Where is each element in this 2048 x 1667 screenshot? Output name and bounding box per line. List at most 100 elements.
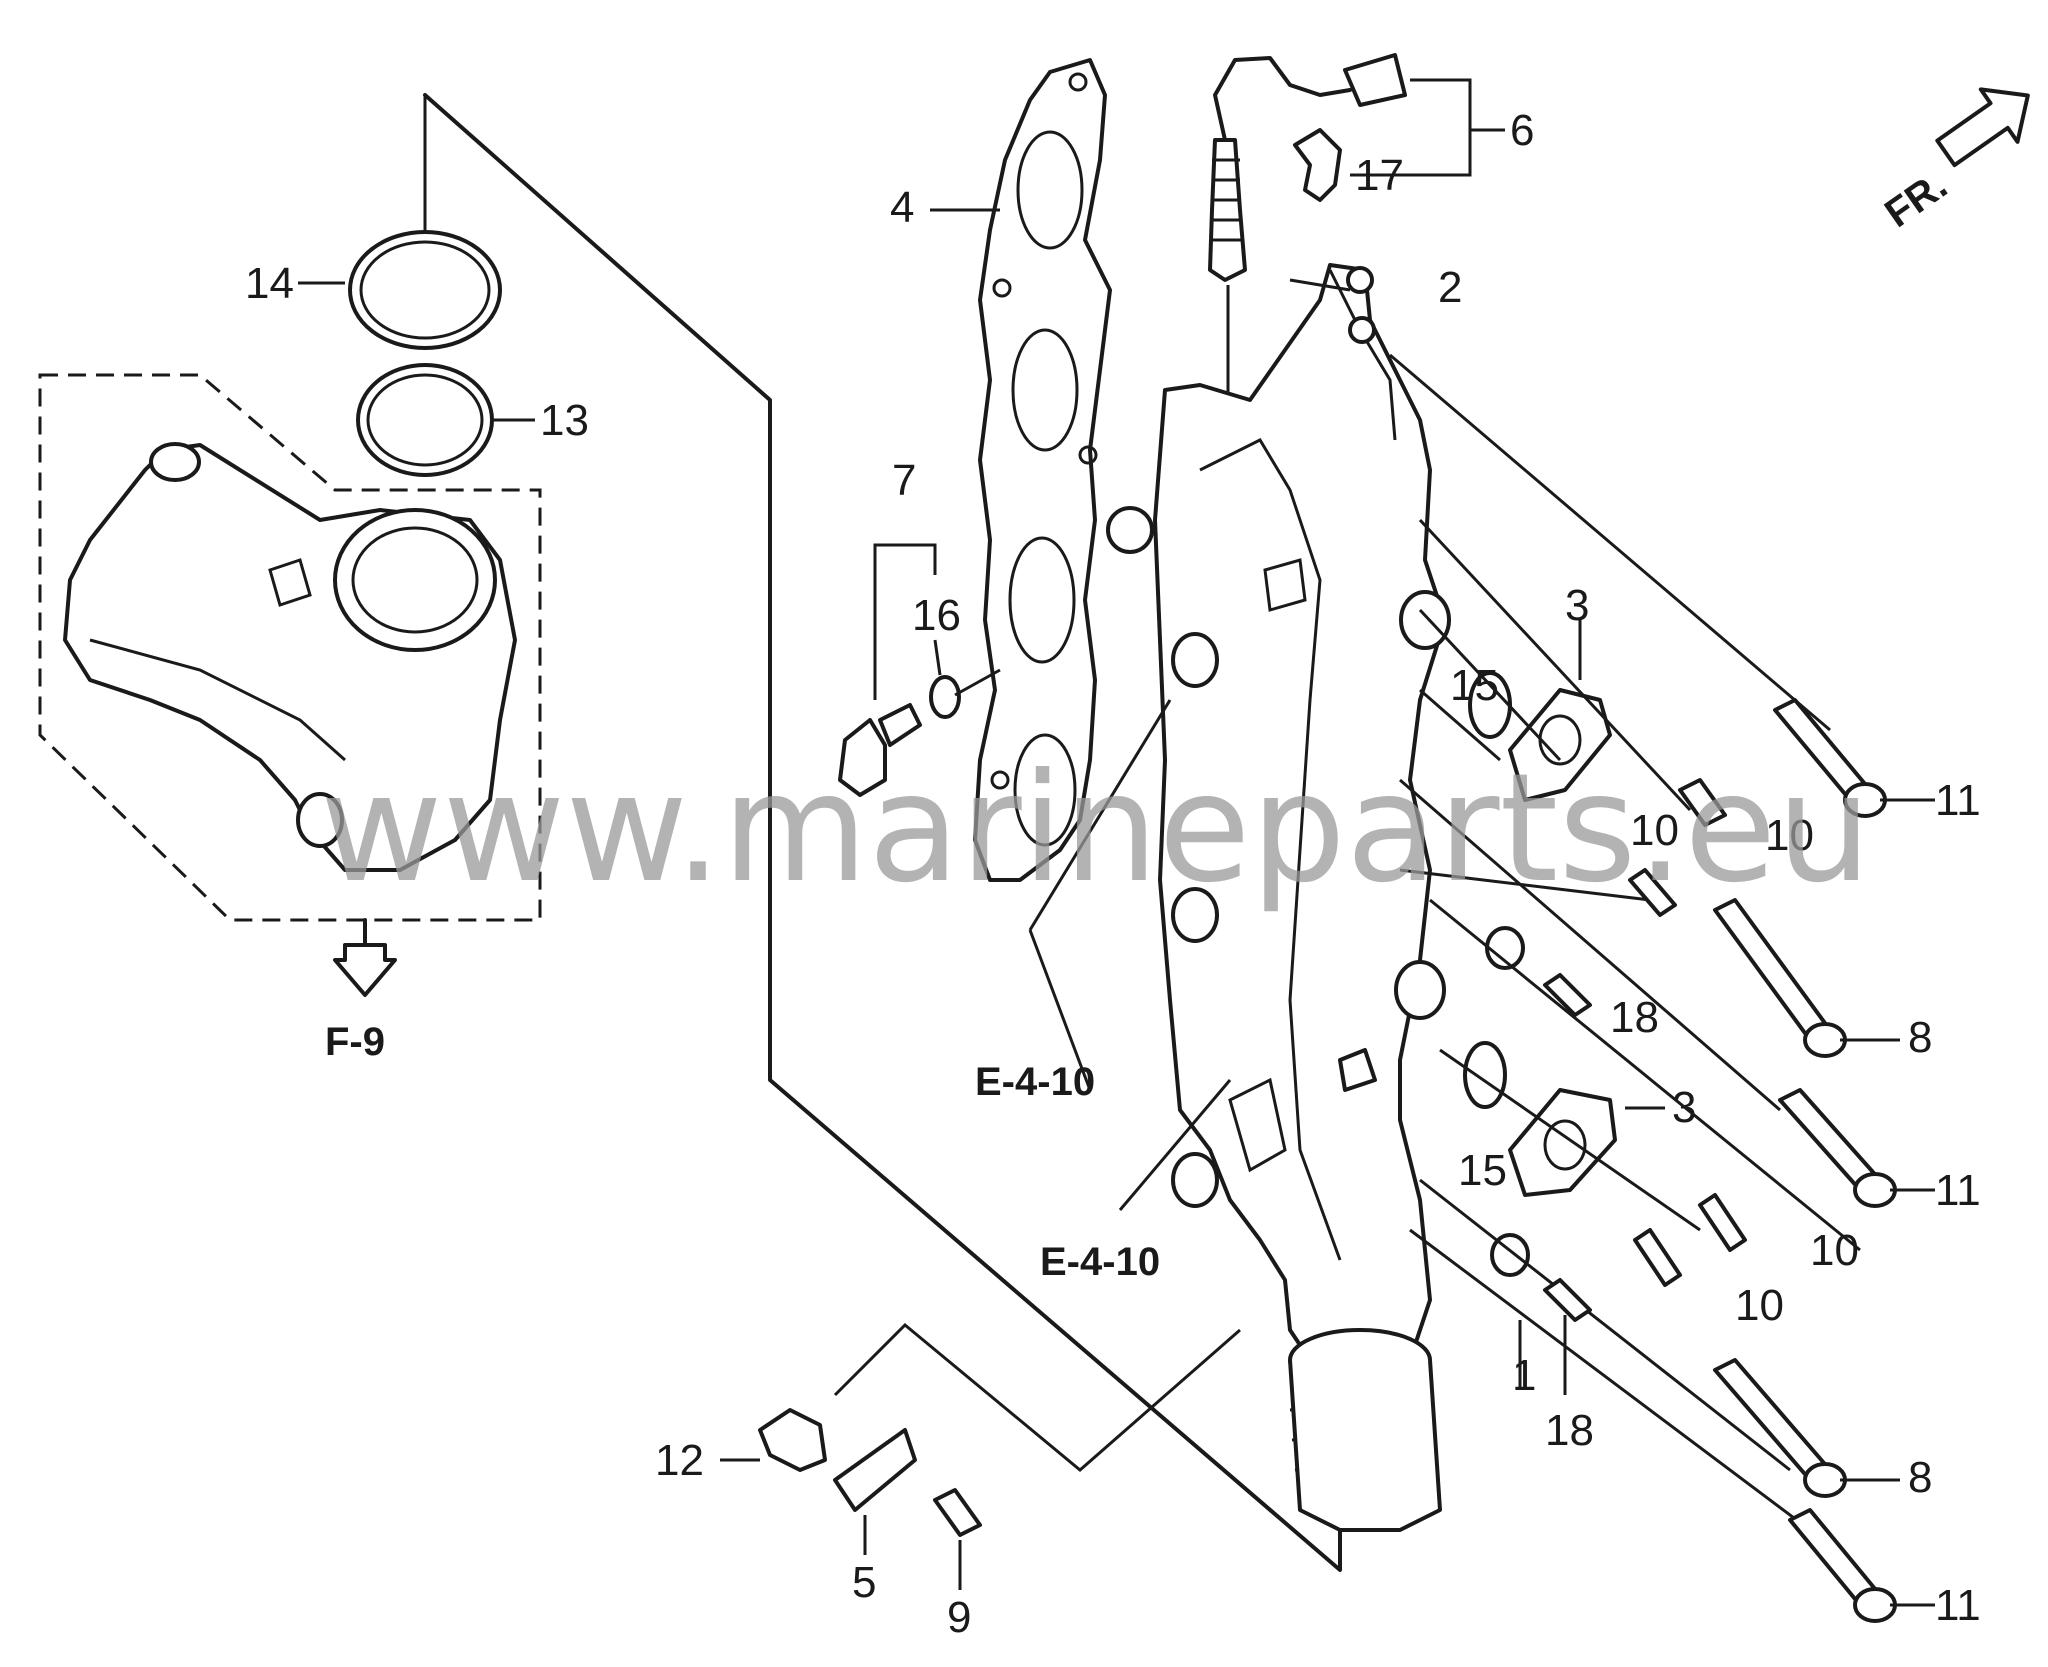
bolt-8-lower-head [1803, 1462, 1847, 1498]
manifold-port [1171, 887, 1219, 943]
bolt-9 [933, 1488, 982, 1537]
front-label: FR. [1877, 163, 1955, 236]
manifold-runner-edge [1199, 438, 1342, 1261]
ref-e410-upper: E-4-10 [975, 1060, 1095, 1104]
leader-15 [1419, 688, 1501, 762]
callout-1: 1 [1512, 1351, 1536, 1400]
front-orientation-marker: FR. [1877, 87, 2030, 236]
small-bolts [1543, 778, 1747, 1322]
bolt-8-upper [1713, 898, 1832, 1042]
stub-2 [1289, 278, 1351, 292]
bolt-10-a [1678, 778, 1727, 827]
sender-thread [878, 703, 922, 747]
assembly-leaders [1028, 353, 1861, 1562]
callout-12: 12 [655, 1436, 704, 1485]
callout-10-a: 10 [1630, 806, 1679, 855]
sensor-body [1208, 138, 1247, 282]
clamp-bracket-lines [833, 1322, 1241, 1472]
callout-5: 5 [852, 1558, 876, 1607]
manifold-water-port [1394, 960, 1446, 1020]
manifold-port [1171, 1152, 1219, 1208]
sensor-clip-17 [1293, 128, 1342, 202]
gasket-bolt-hole [992, 278, 1012, 298]
leader-10 [1439, 1048, 1701, 1232]
callout-10-b: 10 [1765, 811, 1814, 860]
leader-3-mid [1418, 608, 1562, 762]
front-arrow-icon [1935, 87, 2030, 168]
o-ring-14-inner [359, 240, 491, 340]
exhaust-gasket [973, 58, 1112, 882]
bolt-11-lower-head [1853, 1587, 1897, 1623]
o-ring-14 [348, 230, 502, 350]
manifold-tab [1263, 558, 1307, 612]
sender-hex [838, 718, 887, 797]
manifold-body [1153, 263, 1447, 1382]
ref-e410-lower: E-4-10 [1040, 1240, 1160, 1284]
exhaust-manifold [1106, 263, 1451, 1532]
callout-leaders [298, 78, 1935, 1607]
callout-11-middle: 11 [1935, 1166, 1981, 1215]
callout-numbers: 1 2 3 3 4 5 6 7 8 8 9 10 10 10 10 11 11 … [245, 106, 1981, 1642]
callout-11-upper: 11 [1935, 776, 1981, 825]
washer-16 [929, 675, 961, 719]
gasket-plate [973, 58, 1112, 882]
manifold-flange-edge [1328, 269, 1397, 441]
callout-7: 7 [892, 456, 916, 505]
bracket-7-left [873, 543, 905, 700]
callout-11-lower: 11 [1935, 1581, 1981, 1630]
thermostat-group-dashed-box [38, 373, 542, 922]
callout-3-upper: 3 [1565, 581, 1589, 630]
manifold-boss [1106, 506, 1154, 554]
manifold-lug [1338, 1048, 1377, 1092]
thermostat-cover-outlet-inner [351, 526, 479, 634]
manifold-mount-hole [1346, 266, 1374, 294]
water-covers [1463, 671, 1617, 1277]
callout-18-lower: 18 [1545, 1406, 1594, 1455]
f9-arrow-icon [333, 943, 397, 997]
plate-5 [833, 1428, 917, 1512]
bolt-11-middle-head [1853, 1172, 1897, 1208]
leader-16 [933, 639, 942, 676]
temp-sender [838, 543, 1001, 797]
leader-11b [1429, 898, 1861, 1252]
water-cover-3-lower [1508, 1088, 1617, 1197]
gasket-bolt-hole [1078, 445, 1098, 465]
thermostat-cover-boss [149, 442, 201, 482]
leader-3-top [1418, 518, 1692, 812]
gasket-port-1 [1016, 130, 1084, 250]
o-ring-13 [356, 363, 494, 477]
callout-8-upper: 8 [1908, 1013, 1932, 1062]
bolt-18-lower [1543, 1278, 1592, 1322]
callout-15-upper: 15 [1450, 661, 1499, 710]
callout-18-upper: 18 [1610, 993, 1659, 1042]
water-cover-3-upper [1508, 688, 1612, 802]
manifold-water-port [1399, 590, 1451, 650]
leader-18a [1399, 868, 1651, 902]
thermostat-cover-tab [268, 558, 312, 607]
leader-8b [1419, 1178, 1791, 1472]
thermostat-cover-group: F-9 [38, 373, 542, 1064]
ref-f9: F-9 [325, 1020, 385, 1064]
clamp-group [758, 1322, 1241, 1537]
sender-to-gasket [954, 668, 1001, 697]
callout-13: 13 [540, 396, 589, 445]
leader-8a [1399, 778, 1781, 1112]
bolt-18-upper [1543, 973, 1592, 1017]
thermostat-cover-outlet [333, 508, 497, 652]
callout-10-c: 10 [1810, 1226, 1859, 1275]
callout-15-lower: 15 [1458, 1146, 1507, 1195]
oxygen-sensor [1208, 53, 1407, 480]
leader-e410a-arrow [1028, 929, 1092, 1091]
callout-2: 2 [1438, 263, 1462, 312]
callout-6: 6 [1510, 106, 1534, 155]
manifold-mount-hole [1348, 316, 1376, 344]
manifold-port [1171, 632, 1219, 688]
bracket-6 [1350, 78, 1472, 177]
bolt-8-lower [1713, 1358, 1832, 1482]
callout-17: 17 [1355, 151, 1404, 200]
leader-11c [1409, 1228, 1851, 1562]
callout-3-lower: 3 [1672, 1083, 1696, 1132]
bolt-8-upper-head [1803, 1022, 1847, 1058]
clamp-12 [758, 1408, 827, 1472]
